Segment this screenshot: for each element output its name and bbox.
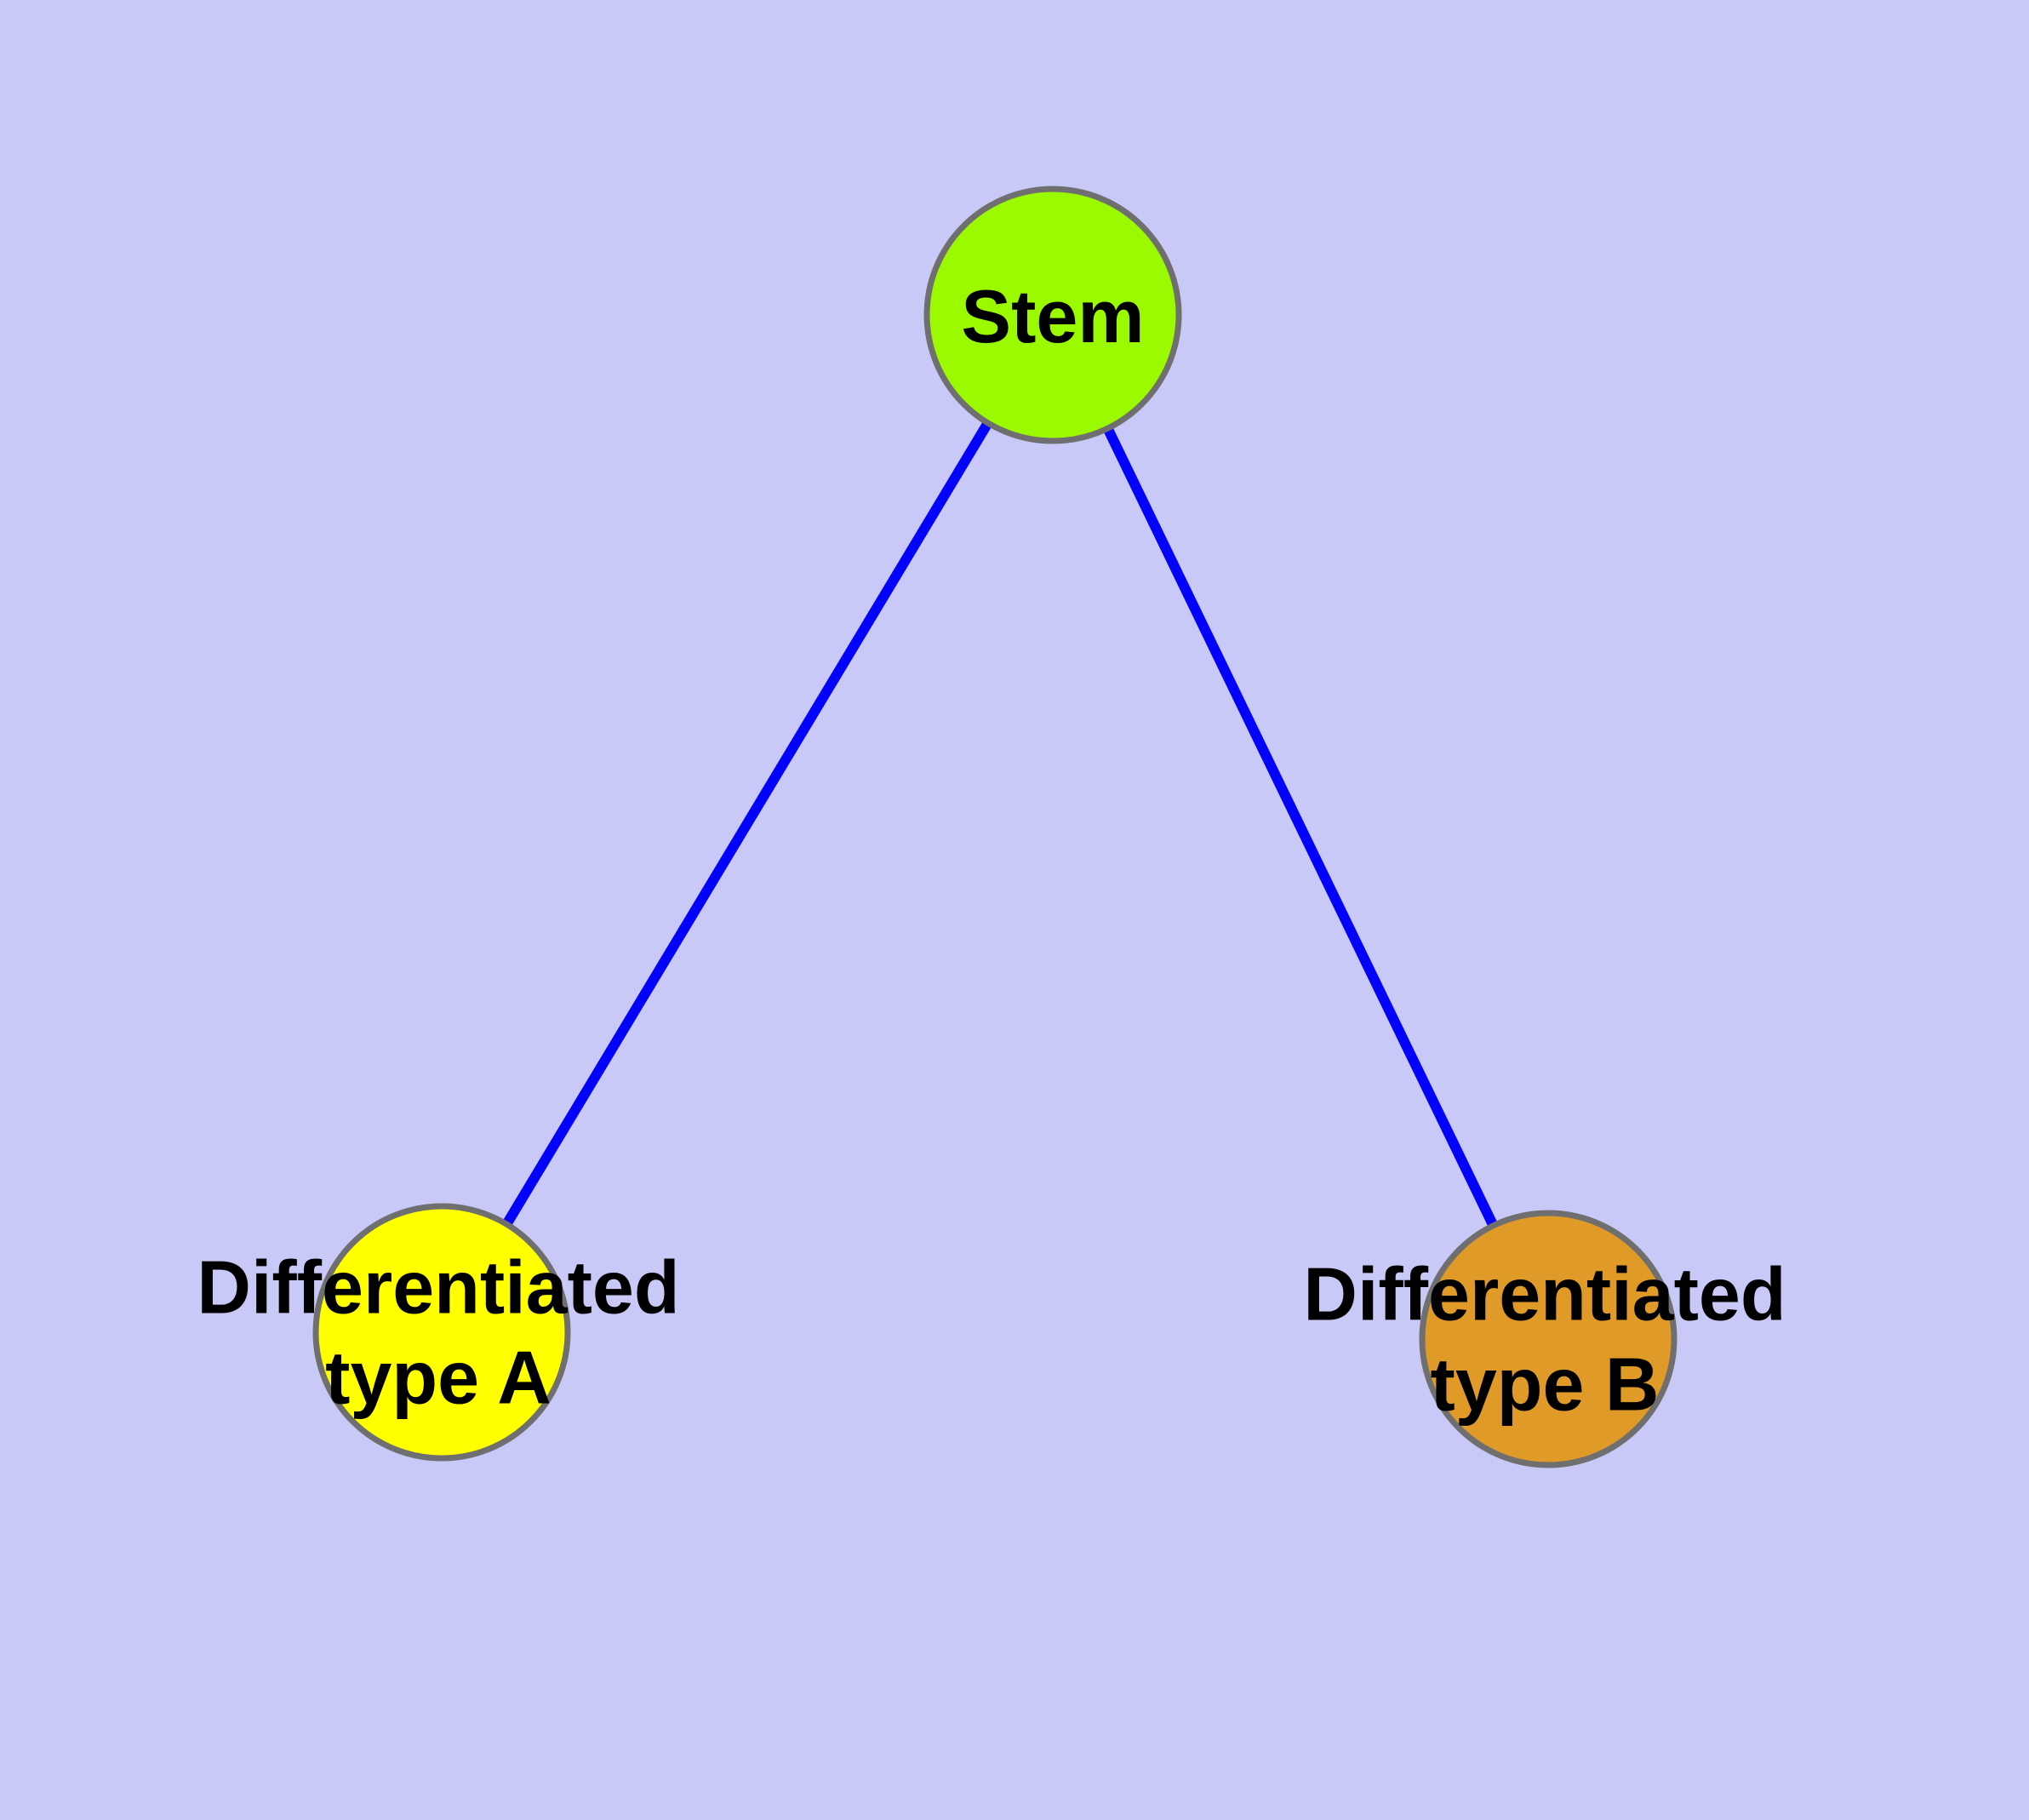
node-type-a-label-line1: Differentiated (197, 1245, 680, 1330)
node-stem-circle[interactable] (923, 186, 1182, 444)
edge-stem-to-type-a (437, 312, 1058, 1336)
edge-stem-to-type-b (1048, 312, 1553, 1342)
node-type-b-label-line1: Differentiated (1303, 1251, 1786, 1336)
node-type-a-label: Differentiated type A (197, 1242, 679, 1422)
node-stem-label: Stem (961, 272, 1144, 362)
node-type-b-label-line2: type B (1430, 1342, 1660, 1426)
node-type-b-circle[interactable] (1419, 1210, 1677, 1468)
node-stem-label-text: Stem (961, 274, 1145, 359)
node-type-b-label: Differentiated type B (1303, 1249, 1786, 1428)
node-type-a-label-line2: type A (325, 1335, 552, 1419)
node-type-a-circle[interactable] (312, 1203, 571, 1462)
